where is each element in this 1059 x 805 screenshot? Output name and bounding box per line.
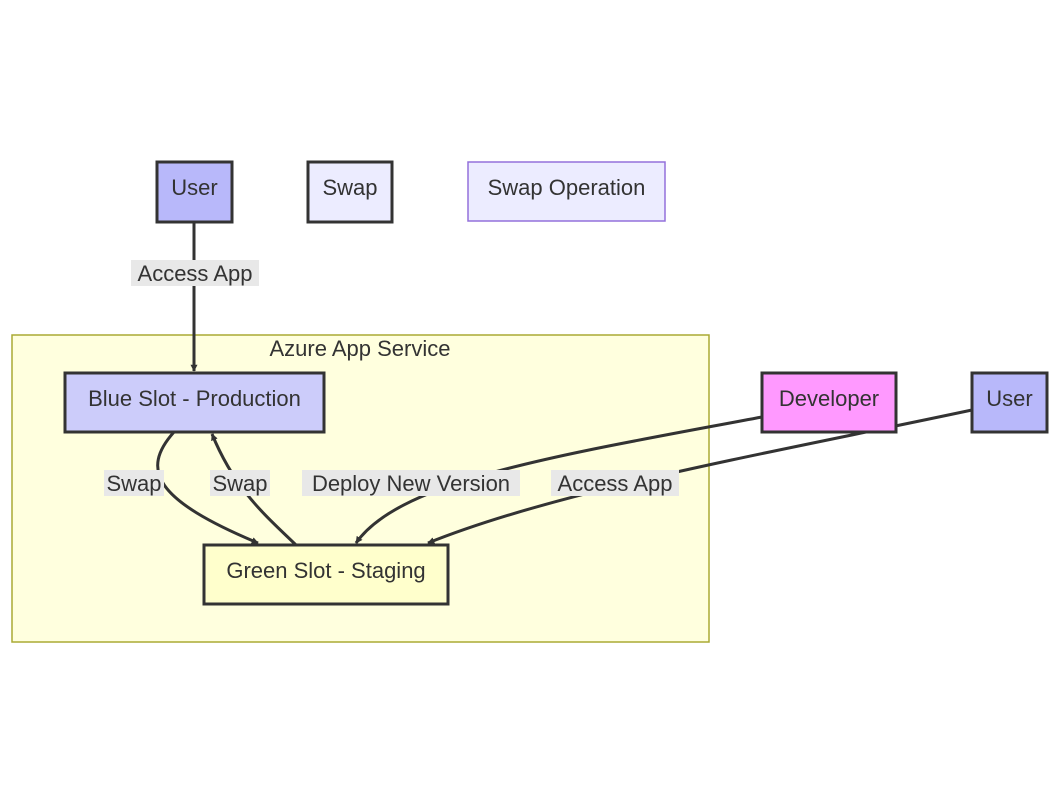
edge-label-bg: [131, 260, 259, 286]
node-swap-operation[interactable]: Swap Operation: [467, 161, 666, 222]
node-box: [155, 160, 234, 224]
node-developer[interactable]: Developer: [760, 371, 898, 434]
nodes: User Swap Swap Operation Blue Slot - Pro…: [63, 160, 1049, 606]
edge-label-bg: [551, 470, 679, 496]
cluster-title: Azure App Service: [270, 336, 451, 361]
edge-label-access-app-right: Access App: [551, 470, 679, 496]
edge-label-swap-right: Swap: [210, 470, 270, 496]
edge-label-text: Swap: [106, 471, 161, 496]
edge-green-to-blue-swap: [210, 433, 298, 547]
edge-label-text: Deploy New Version: [312, 471, 510, 496]
node-swap-legend[interactable]: Swap: [306, 160, 394, 224]
edge-labels: Access App Swap Swap Deploy New Version …: [104, 260, 679, 496]
edge-label-deploy-new-version: Deploy New Version: [302, 470, 520, 496]
node-blue-slot-production[interactable]: Blue Slot - Production: [63, 371, 326, 434]
node-label: Swap Operation: [488, 175, 646, 200]
node-box: [202, 543, 450, 606]
edge-label-access-app-top: Access App: [131, 260, 259, 286]
node-box: [63, 371, 326, 434]
node-label: Green Slot - Staging: [226, 558, 425, 583]
node-user-right[interactable]: User: [970, 371, 1049, 434]
edge-label-bg: [210, 470, 270, 496]
node-user-top[interactable]: User: [155, 160, 234, 224]
edge-blue-to-green-swap: [156, 431, 259, 545]
edge-label-swap-left: Swap: [104, 470, 164, 496]
edge-label-text: Access App: [138, 261, 253, 286]
edge-label-text: Swap: [212, 471, 267, 496]
node-green-slot-staging[interactable]: Green Slot - Staging: [202, 543, 450, 606]
node-box: [970, 371, 1049, 434]
node-label: Developer: [779, 386, 879, 411]
node-box: [760, 371, 898, 434]
node-box: [306, 160, 394, 224]
node-label: User: [171, 175, 217, 200]
edge-label-bg: [104, 470, 164, 496]
edge-label-bg: [302, 470, 520, 496]
edge-label-text: Access App: [558, 471, 673, 496]
node-label: Blue Slot - Production: [88, 386, 301, 411]
node-box: [467, 161, 666, 222]
node-label: User: [986, 386, 1032, 411]
node-label: Swap: [322, 175, 377, 200]
